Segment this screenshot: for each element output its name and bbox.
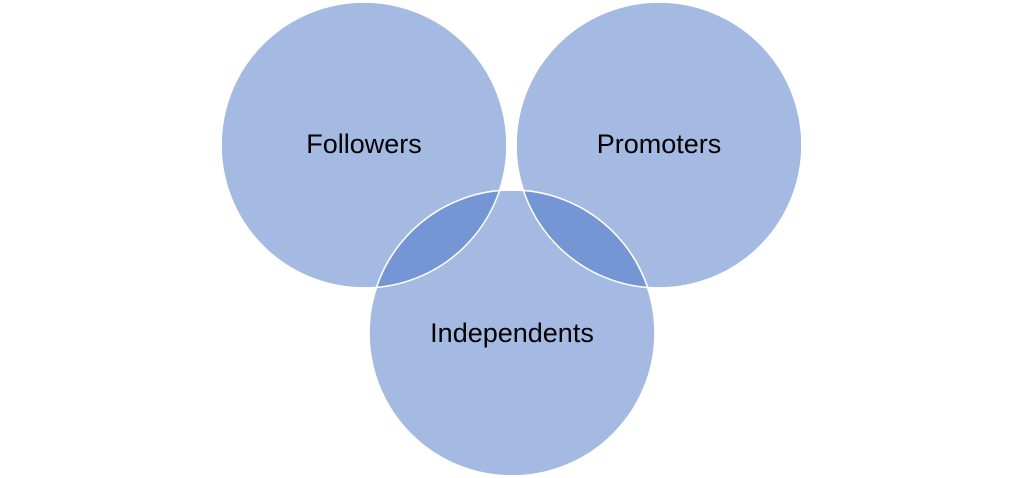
followers-outline: [220, 1, 508, 289]
independents-outline: [368, 189, 656, 477]
followers-independents-overlap: [369, 190, 507, 288]
followers-label: Followers: [306, 129, 422, 159]
independents-label: Independents: [430, 318, 594, 348]
promoters-outline: [515, 1, 803, 289]
promoters-label: Promoters: [597, 129, 722, 159]
promoters-independents-overlap: [516, 190, 655, 288]
